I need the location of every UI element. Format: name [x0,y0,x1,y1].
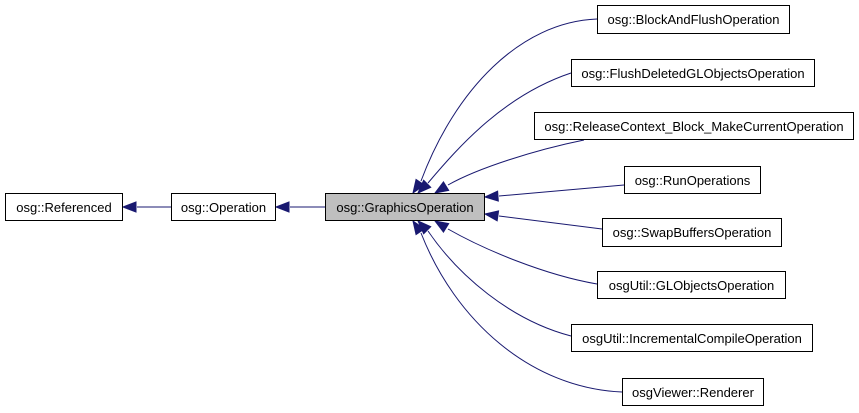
arrowhead-renderer-to-graphics-operation [412,219,426,236]
node-osg-run-operations[interactable]: osg::RunOperations [624,166,761,194]
node-osg-flush-deleted-gl-objects-operation[interactable]: osg::FlushDeletedGLObjectsOperation [571,59,815,87]
arrowhead-flush-deleted-gl-objects-to-graphics-operation [417,179,432,194]
node-osg-graphics-operation: osg::GraphicsOperation [325,193,485,221]
edge-incremental-compile-to-graphics-operation [427,230,572,337]
arrowhead-block-and-flush-to-graphics-operation [412,178,426,195]
edge-release-context-to-graphics-operation [447,139,585,186]
node-osg-release-context-operation[interactable]: osg::ReleaseContext_Block_MakeCurrentOpe… [534,112,854,140]
edge-block-and-flush-to-graphics-operation [420,18,598,182]
edge-gl-objects-to-graphics-operation [447,228,598,285]
edge-flush-deleted-gl-objects-to-graphics-operation [427,72,572,184]
arrowhead-graphics-operation-to-operation [274,201,290,213]
arrowhead-release-context-to-graphics-operation [433,181,450,194]
node-osg-swap-buffers-operation[interactable]: osg::SwapBuffersOperation [602,218,782,247]
node-osgviewer-renderer[interactable]: osgViewer::Renderer [622,378,764,406]
arrowhead-operation-to-referenced [121,201,137,213]
arrowhead-swap-buffers-to-graphics-operation [483,210,500,222]
node-osg-operation[interactable]: osg::Operation [171,193,276,221]
edge-run-operations-to-graphics-operation [498,184,625,197]
node-osg-block-and-flush-operation[interactable]: osg::BlockAndFlushOperation [597,5,790,34]
node-osgutil-gl-objects-operation[interactable]: osgUtil::GLObjectsOperation [597,271,786,299]
edge-renderer-to-graphics-operation [420,232,623,393]
node-osgutil-incremental-compile-operation[interactable]: osgUtil::IncrementalCompileOperation [571,324,813,352]
node-osg-referenced[interactable]: osg::Referenced [5,193,123,221]
arrowhead-gl-objects-to-graphics-operation [433,220,450,233]
arrowhead-run-operations-to-graphics-operation [483,190,499,202]
edge-swap-buffers-to-graphics-operation [498,215,603,230]
